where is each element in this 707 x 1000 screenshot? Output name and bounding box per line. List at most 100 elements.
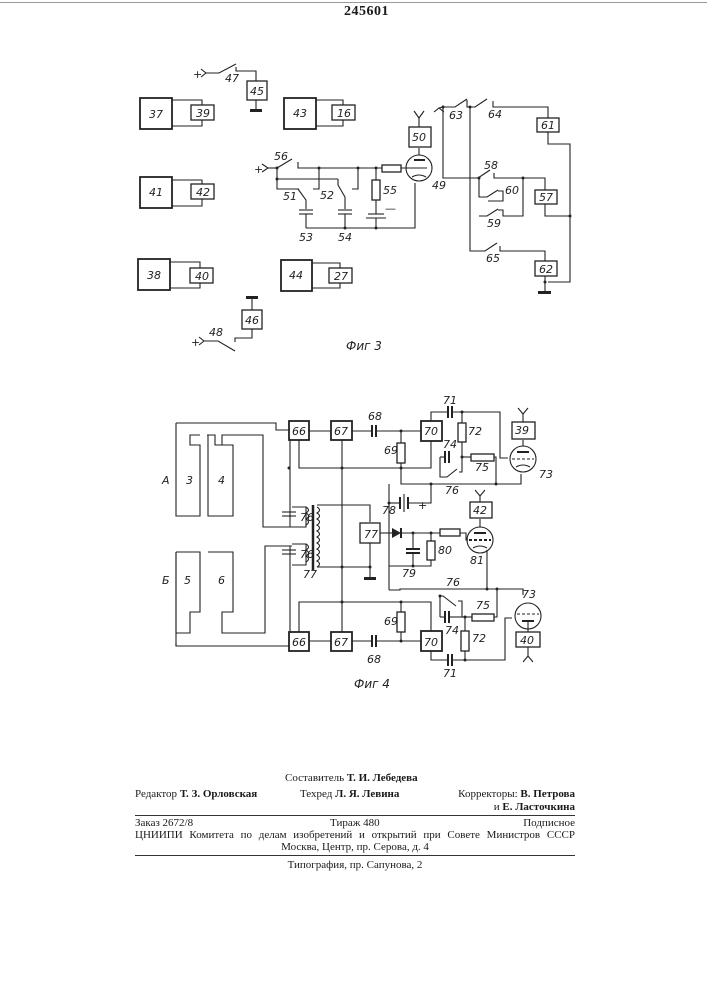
divider bbox=[135, 815, 575, 816]
label-41: 41 bbox=[149, 186, 163, 199]
compiler-name: Т. И. Лебедева bbox=[346, 772, 418, 784]
top-rule bbox=[0, 2, 707, 3]
label-75-top: 75 bbox=[475, 461, 489, 474]
label-70-top: 70 bbox=[424, 425, 438, 438]
label-68-top: 68 bbox=[368, 410, 382, 423]
label-80: 78 bbox=[382, 504, 396, 517]
editor-name: Т. З. Орловская bbox=[179, 788, 258, 800]
editor-label: Редактор bbox=[135, 788, 178, 800]
label-74-bottom: 74 bbox=[445, 624, 459, 637]
label-6: 6 bbox=[218, 574, 225, 587]
label-82: 80 bbox=[438, 544, 452, 557]
label-79: 77 bbox=[364, 528, 378, 541]
label-66-top: 66 bbox=[292, 425, 306, 438]
corrector-and: и bbox=[493, 801, 500, 813]
label-45: 45 bbox=[250, 85, 264, 98]
label-62: 62 bbox=[539, 263, 553, 276]
label-81: 79 bbox=[402, 567, 416, 580]
block-pair-38-40: 38 40 bbox=[137, 258, 214, 291]
label-40: 40 bbox=[195, 270, 209, 283]
plus-sign-80: + bbox=[418, 499, 427, 512]
label-68-bottom: 68 bbox=[367, 653, 381, 666]
label-47: 47 bbox=[225, 72, 239, 85]
figure-3-caption: Фиг 3 bbox=[346, 339, 382, 353]
figure-4-schematic: А 3 4 Б 5 6 76 76 77 bbox=[161, 394, 553, 691]
label-43: 43 bbox=[293, 107, 307, 120]
label-52: 52 bbox=[320, 189, 334, 202]
label-70-bottom: 70 bbox=[424, 636, 438, 649]
label-3: 3 bbox=[186, 474, 193, 487]
label-64: 64 bbox=[488, 108, 502, 121]
label-50: 50 bbox=[412, 131, 426, 144]
label-39: 39 bbox=[196, 107, 210, 120]
label-42: 42 bbox=[473, 504, 487, 517]
label-78: 77 bbox=[303, 568, 317, 581]
label-37: 37 bbox=[149, 108, 163, 121]
block-pair-37-39: 37 39 bbox=[139, 97, 215, 130]
techred-name: Л. Я. Левина bbox=[335, 788, 400, 800]
label-4: 4 bbox=[218, 474, 225, 487]
editor-line: Редактор Т. З. Орловская bbox=[135, 788, 257, 800]
label-63: 63 bbox=[449, 109, 463, 122]
techred-line: Техред Л. Я. Левина bbox=[300, 788, 399, 800]
label-72-top: 72 bbox=[468, 425, 482, 438]
label-60: 60 bbox=[505, 184, 519, 197]
figure-3-schematic: 37 39 41 42 38 40 43 16 44 27 + bbox=[137, 63, 572, 353]
section-label-a: А bbox=[161, 474, 170, 487]
label-74-top: 74 bbox=[443, 438, 457, 451]
middle-circuit: 78 + 77 79 80 81 42 bbox=[340, 484, 494, 590]
section-label-b: Б bbox=[162, 574, 170, 587]
label-66-bottom: 66 bbox=[292, 636, 306, 649]
switch-48-relay-46: + 48 46 bbox=[191, 296, 263, 352]
label-83: 81 bbox=[470, 554, 484, 567]
label-59: 59 bbox=[487, 217, 501, 230]
label-69-top: 69 bbox=[384, 444, 398, 457]
label-72-bottom: 72 bbox=[472, 632, 486, 645]
label-53: 53 bbox=[299, 231, 313, 244]
label-49: 49 bbox=[432, 179, 446, 192]
label-40: 40 bbox=[520, 634, 534, 647]
label-27: 27 bbox=[334, 270, 348, 283]
label-77-bottom: 76 bbox=[300, 548, 314, 561]
label-65: 65 bbox=[486, 252, 500, 265]
label-77-top: 76 bbox=[300, 511, 314, 524]
label-42: 42 bbox=[196, 186, 210, 199]
order-number: Заказ 2672/8 bbox=[135, 817, 194, 829]
block-pair-44-27: 44 27 bbox=[280, 259, 353, 292]
corrector-1: В. Петрова bbox=[520, 788, 575, 800]
label-39: 39 bbox=[515, 424, 529, 437]
patent-number: 245601 bbox=[344, 4, 389, 19]
channel-b: 66 67 68 69 70 71 72 74 75 76 73 40 bbox=[288, 576, 542, 680]
label-5: 5 bbox=[184, 574, 191, 587]
label-51: 51 bbox=[283, 190, 297, 203]
label-69-bottom: 69 bbox=[384, 615, 398, 628]
label-76-bottom: 76 bbox=[446, 576, 460, 589]
label-56: 56 bbox=[274, 150, 288, 163]
minus-sign: — bbox=[385, 202, 396, 215]
label-73-bottom: 73 bbox=[522, 588, 536, 601]
label-58: 58 bbox=[484, 159, 498, 172]
plus-sign-56: + bbox=[254, 163, 263, 176]
label-55: 55 bbox=[383, 184, 397, 197]
block-pair-43-16: 43 16 bbox=[283, 97, 356, 130]
plus-sign: + bbox=[193, 68, 202, 81]
address: Москва, Центр, пр. Серова, д. 4 bbox=[281, 841, 429, 853]
compiler-label: Составитель bbox=[285, 772, 345, 784]
correctors-line: Корректоры: В. Петрова bbox=[458, 788, 575, 800]
circulation: Тираж 480 bbox=[330, 817, 380, 829]
label-38: 38 bbox=[147, 269, 161, 282]
organization: ЦНИИПИ Комитета по делам изобретений и о… bbox=[135, 829, 575, 841]
label-67-bottom: 67 bbox=[334, 636, 348, 649]
channel-a: 68 69 70 71 72 74 75 76 73 39 66 67 bbox=[288, 394, 553, 607]
block-pair-41-42: 41 42 bbox=[139, 176, 215, 209]
printer: Типография, пр. Сапунова, 2 bbox=[287, 859, 423, 871]
electrode-set-b: Б 5 6 bbox=[162, 545, 292, 647]
label-46: 46 bbox=[245, 314, 259, 327]
label-76-top: 76 bbox=[445, 484, 459, 497]
compiler-line: Составитель Т. И. Лебедева bbox=[285, 772, 418, 784]
label-54: 54 bbox=[338, 231, 352, 244]
techred-label: Техред bbox=[300, 788, 333, 800]
plus-sign-48: + bbox=[191, 336, 200, 349]
figure-4-caption: Фиг 4 bbox=[354, 677, 390, 691]
electrode-set-a: А 3 4 bbox=[161, 422, 292, 528]
